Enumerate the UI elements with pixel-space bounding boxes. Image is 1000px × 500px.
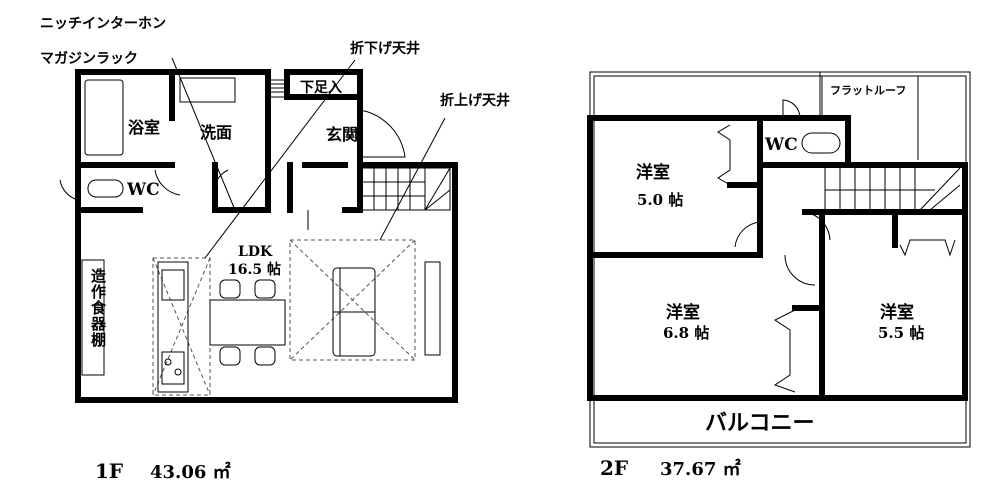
lowered-ceiling-area — [152, 257, 211, 396]
room-label-balcony: バルコニー — [705, 410, 815, 436]
raised-ceiling-area — [289, 239, 416, 361]
cupboard-block — [81, 259, 105, 376]
floor1-area: 43.06 ㎡ — [150, 461, 231, 483]
room-label-washroom: 洗面 — [200, 123, 232, 142]
room-label-bath: 浴室 — [128, 118, 160, 137]
floor1-label: 1F — [95, 459, 123, 483]
kitchen-counter — [157, 261, 189, 393]
room-label-flat-roof: フラットルーフ — [830, 84, 906, 97]
room-label-ldk-size: 16.5 帖 — [228, 261, 281, 278]
staircase-icon — [361, 167, 451, 211]
room-label-western-room-3: 洋室 — [880, 302, 914, 323]
floor1-plan: 造作食器棚 ニッチインターホン マガジンラック 折下げ天井 折上げ天井 浴室 — [40, 16, 510, 483]
room-label-entrance: 玄関 — [326, 125, 358, 144]
room-size-western-room-1: 5.0 帖 — [637, 191, 683, 209]
room-label-ldk: LDK — [238, 244, 273, 260]
sofa-icon — [332, 267, 376, 357]
sink-icon — [161, 269, 185, 301]
room-size-western-room-3: 5.5 帖 — [878, 324, 924, 342]
room-label-wc-2f: WC — [764, 135, 798, 155]
callout-raised-ceiling: 折上げ天井 — [440, 92, 510, 109]
wash-basin-icon — [179, 77, 236, 103]
room-label-wc: WC — [126, 180, 160, 200]
floor2-outline — [589, 71, 971, 448]
room-label-western-room-1: 洋室 — [636, 162, 670, 183]
tv-stand — [424, 261, 441, 356]
room-label-shoe-storage: 下足入 — [300, 80, 342, 96]
callout-niche-intercom: ニッチインターホン — [40, 16, 166, 32]
room-label-western-room-2: 洋室 — [666, 302, 700, 323]
bathtub-icon — [84, 79, 124, 156]
floor2-area: 37.67 ㎡ — [660, 458, 741, 480]
toilet-icon — [87, 179, 124, 198]
callout-lowered-ceiling: 折下げ天井 — [350, 40, 420, 57]
staircase-icon — [824, 167, 961, 211]
step-icon — [267, 79, 286, 98]
chair-icon — [219, 279, 276, 366]
dining-table — [209, 299, 286, 346]
floor2-plan: フラットルーフ WC 洋室 5.0 帖 洋室 6.8 帖 洋室 5.5 帖 バル… — [587, 71, 971, 480]
room-label-cupboard: 造作食器棚 — [89, 267, 107, 348]
stove-icon — [161, 351, 185, 385]
toilet-icon — [801, 132, 841, 154]
floor2-label: 2F — [600, 456, 628, 480]
callout-magazine-rack: マガジンラック — [40, 51, 138, 67]
room-size-western-room-2: 6.8 帖 — [663, 324, 709, 342]
